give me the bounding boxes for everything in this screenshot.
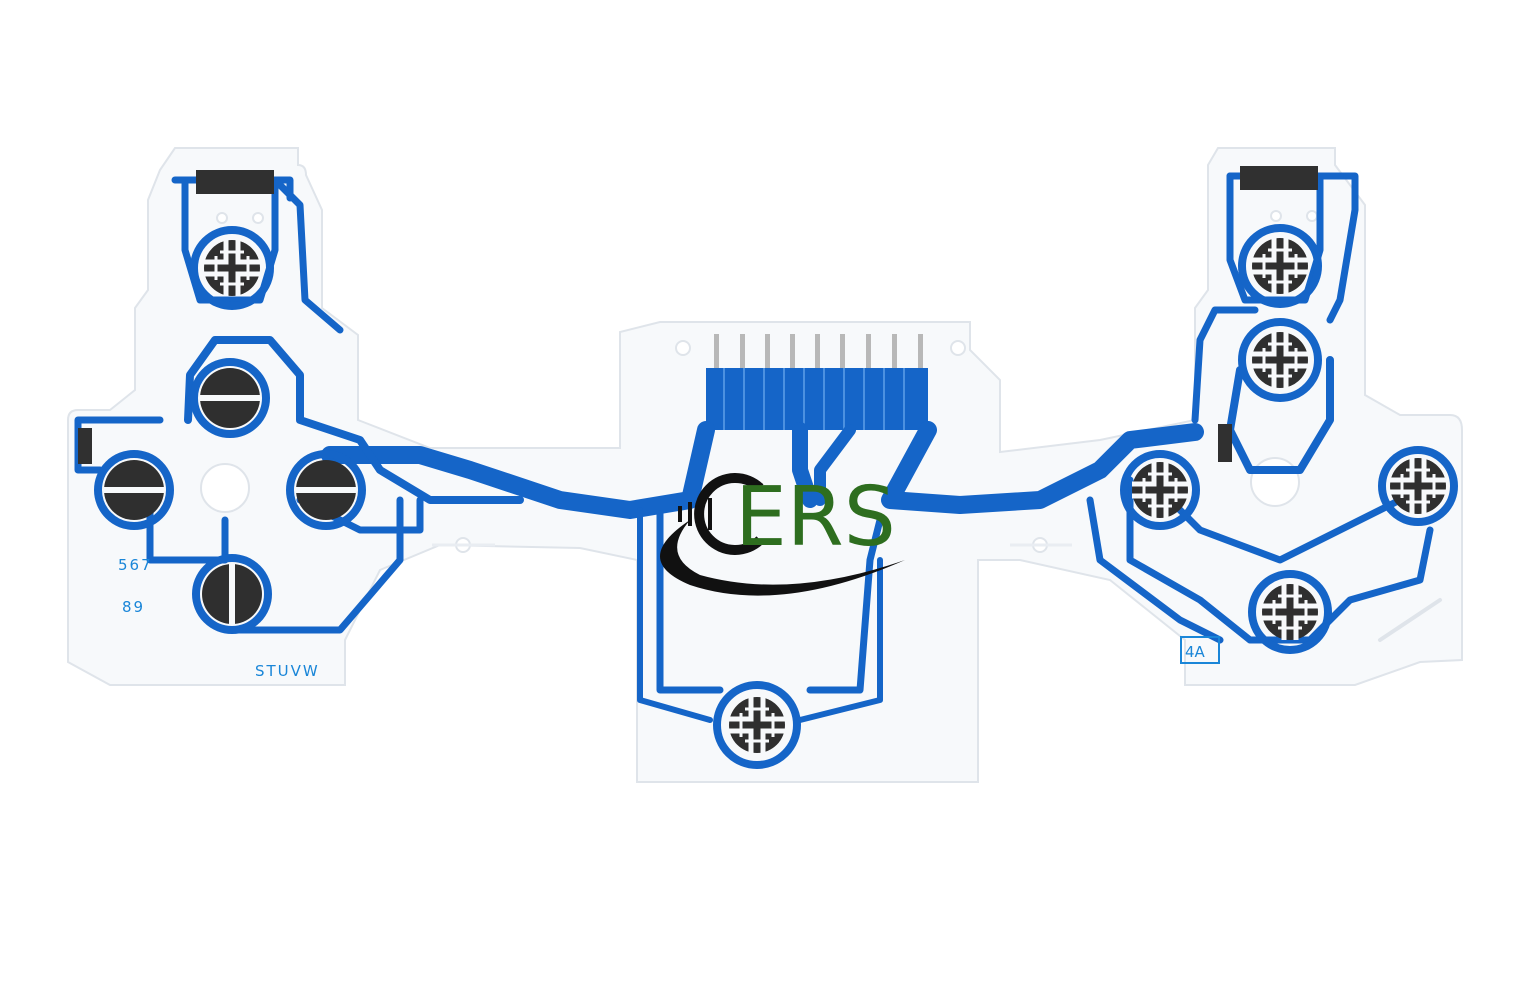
mount-hole [252, 212, 264, 224]
center-hole-right [1250, 457, 1300, 507]
mount-hole [950, 340, 966, 356]
mount-hole [216, 212, 228, 224]
contact-pad-dpad-right [296, 460, 356, 520]
contact-pad-dpad-down [202, 564, 262, 624]
contact-pad-square [1132, 462, 1188, 518]
mount-hole [1270, 210, 1282, 222]
film-outline [67, 147, 1463, 783]
contact-strip-right [1240, 166, 1318, 190]
ers-logo: ERS [660, 470, 905, 596]
mount-hole [1306, 210, 1318, 222]
contact-pad-triangle [1252, 332, 1308, 388]
small-contact-right [1218, 424, 1232, 462]
connector-pins [706, 332, 930, 430]
contact-pad-dpad-up [200, 368, 260, 428]
contact-strip-left [196, 170, 274, 194]
contact-pad-dpad-left [104, 460, 164, 520]
printed-code-stuvw: STUVW [255, 662, 320, 680]
printed-numbers-89: 89 [122, 598, 145, 616]
printed-code-4a: 4A [1185, 643, 1206, 661]
contact-rings [94, 224, 1458, 769]
slot-cut [1378, 598, 1442, 642]
contact-pad-r2 [1252, 238, 1308, 294]
center-hole-left [200, 463, 250, 513]
logo-text: ERS [735, 470, 896, 565]
contact-pad-touchpad [729, 697, 785, 753]
contact-pad-cross [1262, 584, 1318, 640]
contact-pad-l2 [204, 240, 260, 296]
printed-code-box [1180, 636, 1220, 664]
contact-pad-circle [1390, 458, 1446, 514]
small-contact-left [78, 428, 92, 464]
mount-hole [675, 340, 691, 356]
printed-numbers-567: 567 [118, 556, 153, 574]
